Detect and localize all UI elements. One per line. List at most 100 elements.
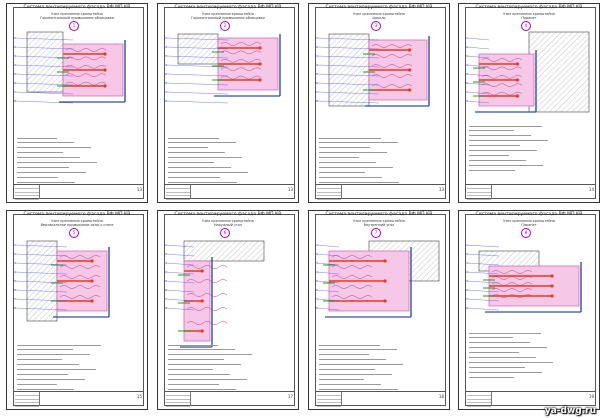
sheet-subtitle: Узел крепления кронштейна Цоколь [353,12,405,20]
legend-notes [168,134,248,183]
legend-notes [469,329,553,378]
svg-text:6: 6 [14,288,16,292]
svg-text:2: 2 [165,45,167,49]
svg-text:1: 1 [165,243,167,247]
sheet-subtitle: Узел крепления кронштейна Парапет [503,12,555,20]
sheet-title: Система вентилируемого фасада ВФ МП КВ [23,5,131,10]
svg-text:1: 1 [165,36,167,40]
title-block: 19 [465,391,596,408]
svg-text:4: 4 [14,270,16,274]
title-block: 15 [13,391,144,408]
wall-section [183,240,265,262]
title-block: 13 [315,184,446,201]
svg-text:2: 2 [316,45,318,49]
sheet-title: Система вентилируемого фасада ВФ МП КВ [325,5,433,10]
svg-text:4: 4 [316,270,318,274]
svg-text:3: 3 [466,261,468,265]
svg-text:1: 1 [316,36,318,40]
svg-text:7: 7 [14,90,16,94]
svg-text:6: 6 [466,288,468,292]
sheet-number: 19 [588,394,594,399]
legend-notes [17,134,97,183]
svg-text:1: 1 [14,36,16,40]
sheet-title: Система вентилируемого фасада ВФ МП КВ [475,5,583,10]
svg-text:5: 5 [466,72,468,76]
sheet-number: 13 [136,187,142,192]
node-marker: 4 [521,21,531,31]
svg-text:2: 2 [466,252,468,256]
svg-text:5: 5 [165,279,167,283]
sheet-number: 17 [287,394,293,399]
svg-text:2: 2 [316,252,318,256]
svg-text:4: 4 [165,270,167,274]
svg-text:2: 2 [14,252,16,256]
sheet-subtitle: Узел крепления кронштейна Парапет [503,219,555,227]
svg-text:4: 4 [466,270,468,274]
title-block: 14 [465,184,596,201]
svg-text:5: 5 [316,72,318,76]
svg-text:6: 6 [165,81,167,85]
svg-text:5: 5 [466,279,468,283]
svg-text:8: 8 [14,306,16,310]
svg-text:8: 8 [14,99,16,103]
svg-text:7: 7 [165,297,167,301]
sheet-subtitle: Узел крепления кронштейна Горизонтальный… [40,12,114,20]
svg-text:5: 5 [14,72,16,76]
svg-text:3: 3 [316,54,318,58]
node-marker: 5 [69,228,79,238]
title-block: 17 [164,391,295,408]
sheet-frame [465,7,596,199]
sheet-title: Система вентилируемого фасада ВФ МП КВ [23,212,131,217]
svg-text:3: 3 [466,54,468,58]
wall-section [528,31,590,113]
node-marker: 2 [220,21,230,31]
sheet-number: 13 [287,187,293,192]
wall-section [26,240,58,322]
svg-text:2: 2 [14,45,16,49]
legend-notes [319,341,403,390]
sheet-subtitle: Узел крепления кронштейна Вертикальное п… [40,219,114,227]
svg-text:7: 7 [165,90,167,94]
svg-text:1: 1 [466,36,468,40]
sheet-frame [13,214,144,406]
svg-text:6: 6 [316,81,318,85]
watermark: ya-dwg.ru [544,406,596,416]
node-marker: 1 [69,21,79,31]
sheet-subtitle: Узел крепления кронштейна Внутренний уго… [353,219,405,227]
svg-text:6: 6 [316,288,318,292]
node-marker: 3 [371,21,381,31]
title-block: 13 [13,184,144,201]
svg-text:1: 1 [466,243,468,247]
node-detail-drawing: 1 2 3 4 5 6 7 8 [165,240,265,348]
wall-section [26,31,64,93]
svg-text:6: 6 [466,81,468,85]
svg-text:8: 8 [316,306,318,310]
svg-text:3: 3 [316,261,318,265]
svg-text:8: 8 [165,306,167,310]
sheet-frame [315,214,446,406]
svg-text:4: 4 [466,63,468,67]
svg-text:7: 7 [14,297,16,301]
svg-text:8: 8 [466,306,468,310]
legend-notes [17,341,101,390]
svg-text:6: 6 [165,288,167,292]
svg-text:4: 4 [316,63,318,67]
svg-text:3: 3 [165,261,167,265]
node-marker: 7 [371,228,381,238]
svg-text:3: 3 [14,54,16,58]
svg-text:2: 2 [165,252,167,256]
legend-notes [168,341,252,390]
